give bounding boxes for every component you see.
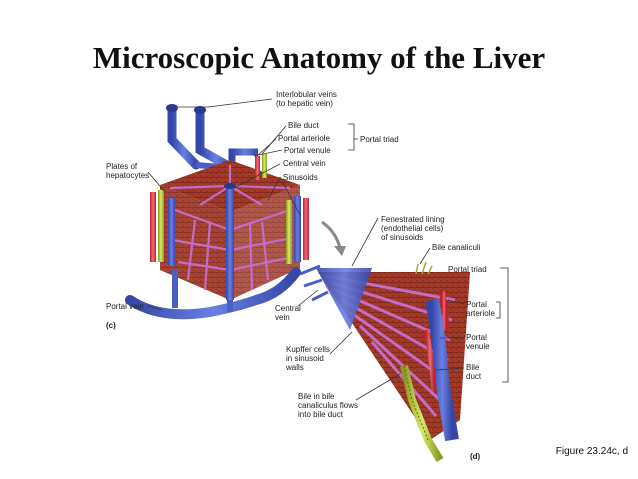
svg-text:duct: duct: [466, 372, 482, 381]
lobule-illustration: [125, 104, 309, 320]
svg-text:vein: vein: [275, 313, 290, 322]
panel-d-labels: Fenestrated lining (endothelial cells) o…: [275, 215, 509, 461]
central-vein-shape: [226, 186, 234, 300]
panel-d-tag: (d): [470, 452, 481, 461]
slide-title: Microscopic Anatomy of the Liver: [92, 40, 546, 75]
zoom-arrow-shape: [321, 220, 342, 249]
label-kupffer-cells: Kupffer cells: [286, 345, 330, 354]
svg-text:of sinusoids: of sinusoids: [381, 233, 423, 242]
svg-text:in sinusoid: in sinusoid: [286, 354, 324, 363]
label-bile-flow: Bile in bile: [298, 392, 335, 401]
label-portal-arteriole: Portal arteriole: [278, 134, 331, 143]
label-portal-arteriole-d: Portal: [466, 300, 487, 309]
label-plates-of-hepatocytes: Plates of: [106, 162, 138, 171]
label-portal-venule: Portal venule: [284, 146, 331, 155]
interlobular-veins-shape: [166, 104, 258, 173]
magnified-sinusoids: [324, 274, 456, 417]
label-fenestrated-lining: Fenestrated lining: [381, 215, 445, 224]
svg-text:(to hepatic vein): (to hepatic vein): [276, 99, 333, 108]
panel-c-tag: (c): [106, 321, 116, 330]
panel-c-labels: Interlobular veins (to hepatic vein) Bil…: [106, 90, 399, 330]
label-bile-canaliculi: Bile canaliculi: [432, 243, 481, 252]
label-portal-vein: Portal vein: [106, 302, 144, 311]
portal-triads-shape: [150, 154, 309, 266]
figure-caption: Figure 23.24c, d: [555, 446, 628, 457]
label-interlobular-veins: Interlobular veins: [276, 90, 337, 99]
label-sinusoids: Sinusoids: [283, 173, 318, 182]
svg-text:into bile duct: into bile duct: [298, 410, 344, 419]
magnified-lobule-illustration: [299, 261, 470, 463]
label-portal-triad-c: Portal triad: [360, 135, 399, 144]
label-bile-duct-d: Bile: [466, 363, 480, 372]
svg-text:walls: walls: [285, 363, 304, 372]
label-portal-triad-d: Portal triad: [448, 265, 487, 274]
svg-text:(endothelial cells): (endothelial cells): [381, 224, 444, 233]
svg-text:venule: venule: [466, 342, 490, 351]
svg-text:arteriole: arteriole: [466, 309, 495, 318]
label-bile-duct: Bile duct: [288, 121, 319, 130]
svg-text:hepatocytes: hepatocytes: [106, 171, 149, 180]
label-portal-venule-d: Portal: [466, 333, 487, 342]
svg-text:canaliculus flows: canaliculus flows: [298, 401, 358, 410]
label-central-vein-c: Central vein: [283, 159, 326, 168]
label-central-vein-d: Central: [275, 304, 301, 313]
